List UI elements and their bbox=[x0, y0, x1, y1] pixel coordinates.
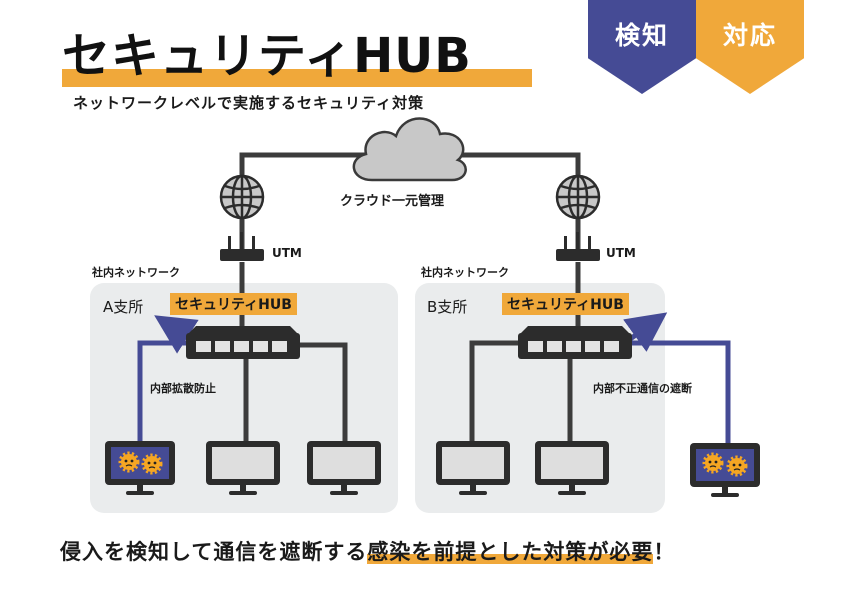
footer-text-highlight: 感染を前提とした対策が必要 bbox=[367, 540, 654, 564]
zone-b-hub-label: セキュリティHUB bbox=[502, 293, 629, 315]
subtitle: ネットワークレベルで実施するセキュリティ対策 bbox=[73, 94, 425, 112]
monitor-icon-infected-b bbox=[690, 443, 760, 497]
virus-icon bbox=[726, 455, 748, 477]
monitor-icon bbox=[535, 441, 609, 495]
security-hub-switch-a bbox=[186, 326, 300, 359]
globe-icon-right bbox=[555, 174, 601, 220]
virus-icon bbox=[702, 452, 724, 474]
zone-a-branch-label: A支所 bbox=[103, 298, 144, 316]
cloud-label: クラウド一元管理 bbox=[340, 194, 445, 209]
footer-text-before: 侵入を検知して通信を遮断する bbox=[60, 540, 368, 564]
utm-label-left: UTM bbox=[272, 246, 302, 260]
zone-b-note: 内部不正通信の遮断 bbox=[593, 382, 692, 395]
utm-label-right: UTM bbox=[606, 246, 636, 260]
title-underline bbox=[62, 69, 532, 87]
monitor-icon bbox=[436, 441, 510, 495]
zone-a-note: 内部拡散防止 bbox=[150, 382, 216, 395]
utm-router-icon-left bbox=[220, 232, 264, 261]
utm-router-icon-right bbox=[556, 232, 600, 261]
badge-detect-label: 検知 bbox=[614, 21, 669, 50]
zone-a-network-label: 社内ネットワーク bbox=[92, 266, 180, 279]
monitor-icon bbox=[307, 441, 381, 495]
zone-a-hub-label: セキュリティHUB bbox=[170, 293, 297, 315]
monitor-icon-infected-a bbox=[105, 441, 175, 495]
cloud-icon bbox=[352, 117, 467, 182]
title-block: セキュリティHUB bbox=[62, 26, 532, 87]
footer-message: 侵入を検知して通信を遮断する感染を前提とした対策が必要！ bbox=[60, 536, 675, 566]
monitor-icon bbox=[206, 441, 280, 495]
zone-b-network-label: 社内ネットワーク bbox=[421, 266, 509, 279]
virus-icon bbox=[141, 453, 163, 475]
badge-respond-label: 対応 bbox=[722, 21, 777, 50]
virus-icon bbox=[118, 451, 140, 473]
globe-icon-left bbox=[219, 174, 265, 220]
page-title: セキュリティHUB bbox=[62, 28, 472, 84]
footer-text-after: ！ bbox=[653, 540, 676, 564]
security-hub-switch-b bbox=[518, 326, 632, 359]
zone-b-branch-label: B支所 bbox=[427, 298, 468, 316]
zone-a-links bbox=[243, 342, 348, 442]
